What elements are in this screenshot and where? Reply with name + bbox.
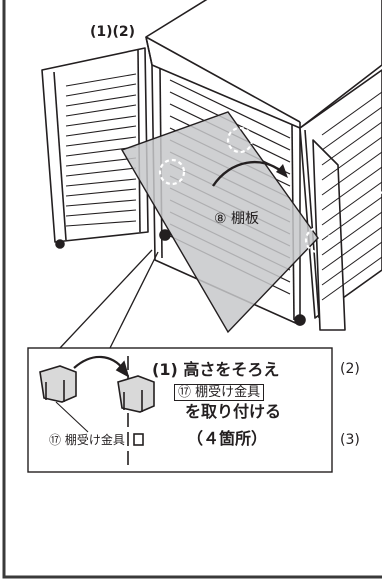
bracket-detail <box>39 355 155 470</box>
step-label: (1)(2) <box>90 24 136 40</box>
instruction-part-name: ⑰ 棚受け金具 <box>174 384 265 401</box>
callout-leaders <box>59 249 159 349</box>
detail-callout-box <box>27 347 333 473</box>
insert-arrow <box>211 160 283 187</box>
shelf-board-label: ⑧ 棚板 <box>214 211 260 227</box>
left-door <box>41 47 149 243</box>
instruction-line-2: を取り付ける <box>185 402 282 421</box>
door-slats <box>65 73 137 227</box>
shelf-board <box>120 111 319 334</box>
bracket-locations <box>158 126 382 254</box>
side-step-2: (2) <box>340 361 360 377</box>
bracket-callout-label: ⑰ 棚受け金具 <box>49 433 125 447</box>
side-slats <box>321 91 382 301</box>
instruction-line-3: （４箇所） <box>187 429 268 448</box>
side-step-3: (3) <box>340 432 360 448</box>
insert-arrow-head <box>276 164 288 178</box>
instruction-line-1: (1) 高さをそろえ <box>152 360 280 379</box>
